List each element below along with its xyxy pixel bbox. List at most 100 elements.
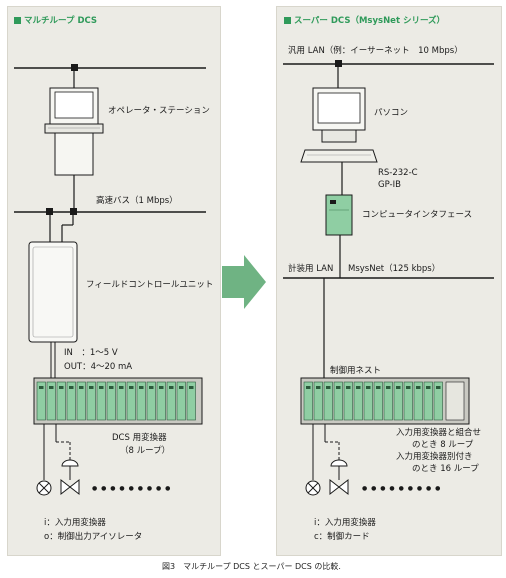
module-card	[343, 381, 353, 421]
highway-label: 高速バス（1 Mbps）	[96, 196, 178, 206]
io-in-label: IN ：1～5 V	[64, 348, 118, 358]
card-slot	[346, 386, 351, 389]
module-card	[323, 381, 333, 421]
card-slot	[99, 386, 104, 389]
operator-station-label: オペレータ・ステーション	[108, 106, 210, 116]
terminal-block	[445, 381, 465, 421]
converter-loop-label: （8 ループ）	[120, 446, 171, 456]
bus-connector-icon	[46, 208, 53, 215]
module-card	[36, 381, 46, 421]
left-heading: マルチループ DCS	[14, 16, 97, 27]
sensor-icon	[305, 480, 321, 496]
cabinet-icon	[28, 241, 78, 343]
card-slot	[89, 386, 94, 389]
card-slot	[396, 386, 401, 389]
module-card	[86, 381, 96, 421]
card-slot	[129, 386, 134, 389]
converter-label: DCS 用変換器	[112, 433, 167, 443]
msysnet-right-label: MsysNet（125 kbps）	[348, 264, 441, 274]
card-slot	[159, 386, 164, 389]
module-card	[403, 381, 413, 421]
interface-box-icon	[325, 194, 353, 236]
card-slot	[189, 386, 194, 389]
module-card	[373, 381, 383, 421]
arrow-icon	[222, 255, 266, 309]
card-slot	[119, 386, 124, 389]
card-slot	[326, 386, 331, 389]
control-net-label: 制御用ネスト	[330, 366, 382, 376]
card-slot	[149, 386, 154, 389]
card-slot	[179, 386, 184, 389]
module-card	[353, 381, 363, 421]
card-slot	[386, 386, 391, 389]
module-card	[333, 381, 343, 421]
legend-control-card: c：制御カード	[314, 532, 370, 542]
lan-label: 汎用 LAN（例：イーサーネット 10 Mbps）	[288, 46, 463, 56]
left-heading-text: マルチループ DCS	[24, 16, 98, 26]
terminal-icon	[44, 87, 104, 176]
io-out-label: OUT：4～20 mA	[64, 362, 133, 372]
card-slot	[366, 386, 371, 389]
gpib-label: GP-IB	[378, 180, 401, 190]
field-unit-label: フィールドコントロールユニット	[86, 280, 214, 290]
card-slot	[79, 386, 84, 389]
module-card	[363, 381, 373, 421]
figure-caption: 図3 マルチループ DCS とスーパー DCS の比較.	[162, 562, 341, 571]
sep-label-1: 入力用変換器別付き	[396, 452, 473, 462]
card-slot	[356, 386, 361, 389]
module-card	[66, 381, 76, 421]
bus-connector-icon	[71, 64, 78, 71]
bus-connector-icon	[70, 208, 77, 215]
module-card	[56, 381, 66, 421]
pc-label: パソコン	[374, 108, 409, 118]
converter-cards	[36, 381, 196, 421]
module-card	[126, 381, 136, 421]
card-slot	[109, 386, 114, 389]
module-card	[146, 381, 156, 421]
combo-label-1: 入力用変換器と組合せ	[396, 428, 482, 438]
valve-icon	[329, 459, 349, 496]
module-card	[116, 381, 126, 421]
control-cards	[303, 381, 465, 421]
rs232-label: RS-232-C	[378, 168, 418, 178]
combo-label-2: のとき 8 ループ	[412, 440, 474, 450]
module-card	[423, 381, 433, 421]
card-slot	[406, 386, 411, 389]
msysnet-left-label: 計装用 LAN	[288, 264, 334, 274]
module-card	[76, 381, 86, 421]
module-card	[186, 381, 196, 421]
legend-input: i：入力用変換器	[44, 518, 106, 528]
module-card	[313, 381, 323, 421]
card-slot	[49, 386, 54, 389]
valve-icon	[60, 459, 80, 496]
card-slot	[316, 386, 321, 389]
card-slot	[139, 386, 144, 389]
square-icon	[14, 16, 21, 24]
module-card	[156, 381, 166, 421]
sep-label-2: のとき 16 ループ	[412, 464, 479, 474]
card-slot	[169, 386, 174, 389]
module-card	[96, 381, 106, 421]
square-icon	[284, 16, 291, 24]
monitor-icon	[300, 87, 378, 163]
module-card	[413, 381, 423, 421]
card-slot	[416, 386, 421, 389]
right-heading-text: スーパー DCS（MsysNet シリーズ）	[294, 16, 446, 26]
module-card	[106, 381, 116, 421]
legend-input-right: i：入力用変換器	[314, 518, 376, 528]
module-card	[166, 381, 176, 421]
module-card	[303, 381, 313, 421]
card-slot	[426, 386, 431, 389]
card-slot	[436, 386, 441, 389]
module-card	[46, 381, 56, 421]
legend-output: o：制御出力アイソレータ	[44, 532, 143, 542]
module-card	[383, 381, 393, 421]
card-slot	[376, 386, 381, 389]
module-card	[176, 381, 186, 421]
interface-label: コンピュータインタフェース	[362, 210, 473, 220]
bus-connector-icon	[335, 60, 342, 67]
sensor-icon	[36, 480, 52, 496]
module-card	[393, 381, 403, 421]
right-dots: ● ● ● ● ● ● ● ● ●	[362, 485, 442, 492]
